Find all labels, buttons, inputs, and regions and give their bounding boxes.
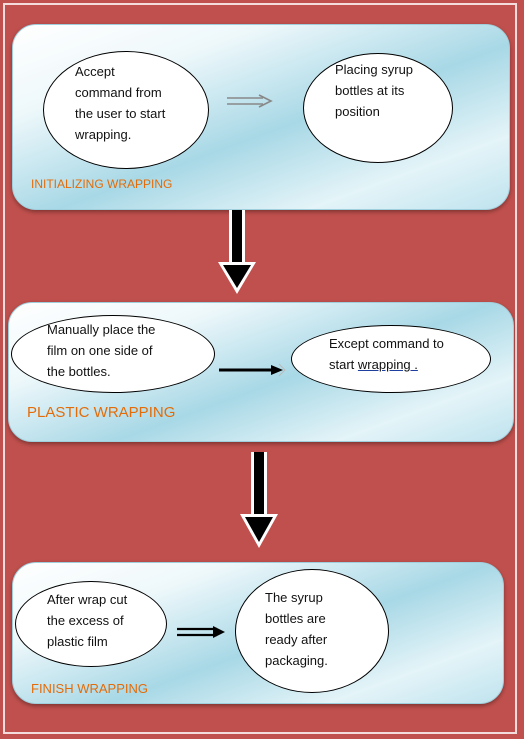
stage1-right-oval bbox=[303, 53, 453, 163]
stage2-title: PLASTIC WRAPPING bbox=[27, 404, 176, 421]
stage2-left-text: Manually place the film on one side of t… bbox=[47, 322, 156, 379]
stage3-title: FINISH WRAPPING bbox=[31, 681, 149, 696]
stage1-title: INITIALIZING WRAPPING bbox=[31, 177, 173, 191]
stage2-right-text: Except command to start wrapping . bbox=[329, 336, 444, 372]
stage2-left-oval bbox=[11, 315, 215, 393]
down-arrow-icon-1 bbox=[218, 210, 256, 294]
stage2-right-oval bbox=[291, 325, 491, 393]
stage3-right-text: The syrup bottles are ready after packag… bbox=[265, 590, 328, 668]
stage1-arrow-icon bbox=[227, 94, 273, 108]
stage3-right-oval bbox=[235, 569, 389, 693]
stage2-arrow-icon bbox=[219, 363, 286, 377]
stage3-arrow-icon bbox=[177, 626, 225, 638]
stage-plastic-panel: Manually place the film on one side of t… bbox=[8, 302, 514, 442]
down-arrow-icon-2 bbox=[240, 452, 278, 548]
stage1-right-text: Placing syrup bottles at its position bbox=[335, 62, 414, 119]
stage1-left-oval bbox=[43, 51, 209, 169]
stage-initializing-panel: Accept command from the user to start wr… bbox=[12, 24, 510, 210]
stage1-left-text: Accept command from the user to start wr… bbox=[75, 64, 166, 142]
stage3-left-text: After wrap cut the excess of plastic fil… bbox=[47, 592, 128, 649]
stage-finish-panel: After wrap cut the excess of plastic fil… bbox=[12, 562, 504, 704]
page-border bbox=[3, 3, 517, 734]
stage3-left-oval bbox=[15, 581, 167, 667]
